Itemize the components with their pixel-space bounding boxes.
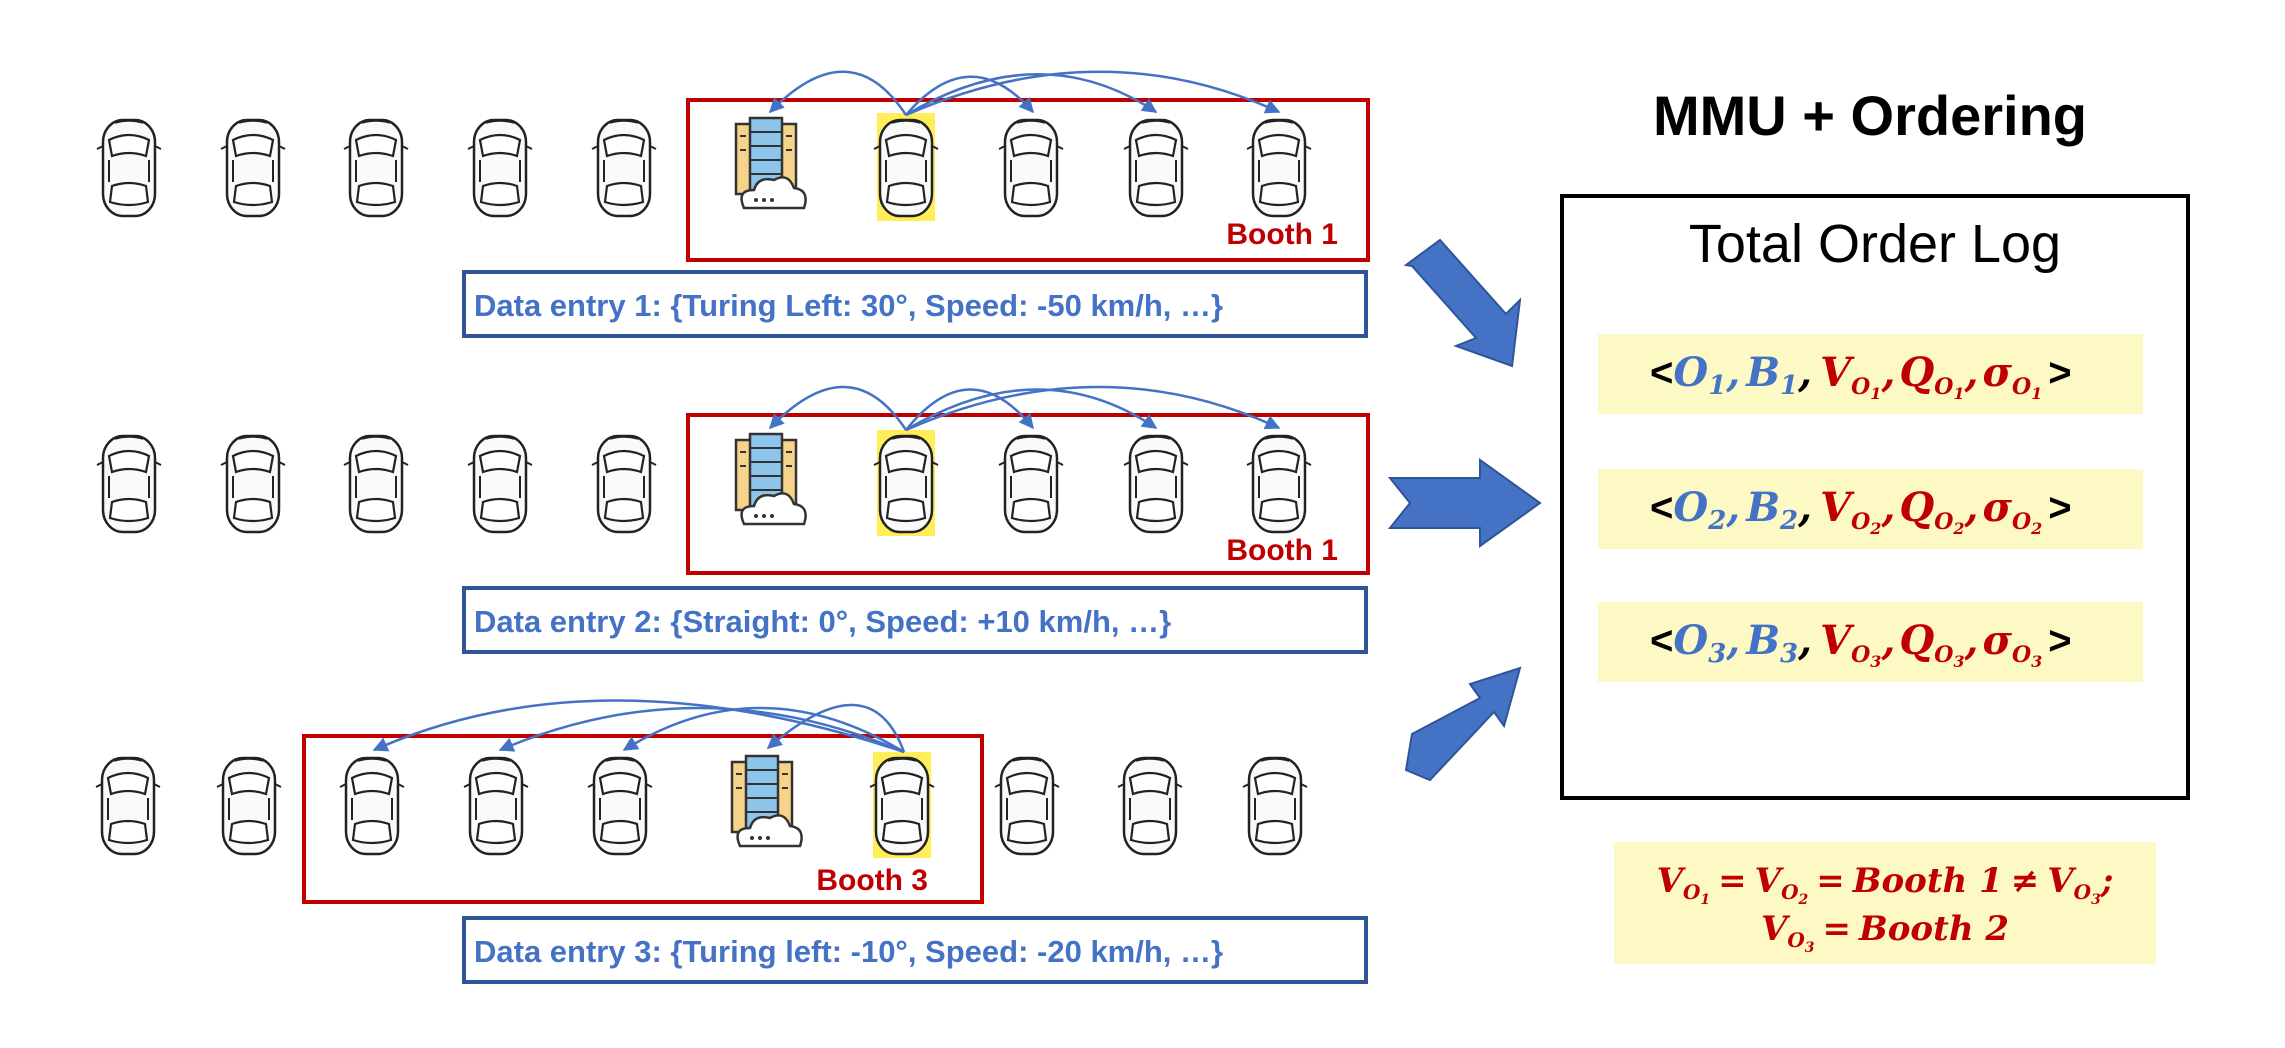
car-icon [94,756,162,856]
data-entry-box-2 [462,586,1368,654]
car-icon [219,434,287,534]
car-icon [466,434,534,534]
booth-box-3 [302,734,984,904]
car-icon [993,756,1061,856]
car-icon [1122,434,1190,534]
data-entry-box-1 [462,270,1368,338]
data-entry-text-1: Data entry 1: {Turing Left: 30°, Speed: … [474,288,1223,323]
car-icon [1245,118,1313,218]
car-icon [215,756,283,856]
total-order-log-title: Total Order Log [1689,214,2061,274]
car-icon [590,118,658,218]
car-icon [462,756,530,856]
log-entry-1: <O1,B1,VO1,QO1,σO1> [1598,334,2143,414]
car-icon [95,434,163,534]
row-1: Booth 1 Data entry 1: {Turing Left: 30°,… [95,70,1370,338]
row-3: Booth 3 Data entry 3: {Turing left: -10°… [94,699,1368,984]
log-entry-bg [1598,469,2143,549]
block-arrow-1 [1403,238,1522,368]
broadcast-arrows [372,699,906,754]
car-icon [1241,756,1309,856]
block-arrow-3 [1404,666,1522,782]
log-entry-text: <O3,B3,VO3,QO3,σO3> [1650,617,2072,671]
data-entry-text-2: Data entry 2: {Straight: 0°, Speed: +10 … [474,604,1171,639]
booth-label-2: Booth 1 [1226,534,1338,567]
broadcast-arrows [768,385,1281,432]
data-entry-box-3 [462,916,1368,984]
server-cloud-icon [730,754,803,848]
row-2: Booth 1 Data entry 2: {Straight: 0°, Spe… [95,385,1370,654]
car-icon [466,118,534,218]
car-icon [586,756,654,856]
server-cloud-icon [734,116,807,210]
car-icon [590,434,658,534]
block-arrow-2 [1387,458,1542,548]
log-entry-bg [1598,602,2143,682]
car-icon [997,434,1065,534]
booth-label-3: Booth 3 [816,864,928,897]
booth-label-1: Booth 1 [1226,218,1338,251]
car-icon [1116,756,1184,856]
log-entry-bg [1598,334,2143,414]
car-icon [219,118,287,218]
car-icon [342,118,410,218]
car-icon [868,756,936,856]
car-icon [872,434,940,534]
booth-note-line-1: VO1=VO2=Booth 1≠VO3; [1657,861,2114,908]
car-icon [1122,118,1190,218]
car-icon [342,434,410,534]
car-icon [95,118,163,218]
car-icon [872,118,940,218]
data-entry-text-3: Data entry 3: {Turing left: -10°, Speed:… [474,934,1223,969]
car-icon [1245,434,1313,534]
car-icon [997,118,1065,218]
booth-note-bg [1614,842,2156,964]
log-entry-2: <O2,B2,VO2,QO2,σO2> [1598,469,2143,549]
server-cloud-icon [734,432,807,526]
booth-note: VO1=VO2=Booth 1≠VO3; VO3=Booth 2 [1614,842,2156,964]
log-entry-3: <O3,B3,VO3,QO3,σO3> [1598,602,2143,682]
diagram-title: MMU + Ordering [1653,84,2087,147]
car-icon [338,756,406,856]
broadcast-arrows [768,70,1281,117]
log-entry-text: <O2,B2,VO2,QO2,σO2> [1650,484,2072,538]
booth-note-line-2: VO3=Booth 2 [1761,909,2009,956]
log-entry-text: <O1,B1,VO1,QO1,σO1> [1650,349,2072,403]
